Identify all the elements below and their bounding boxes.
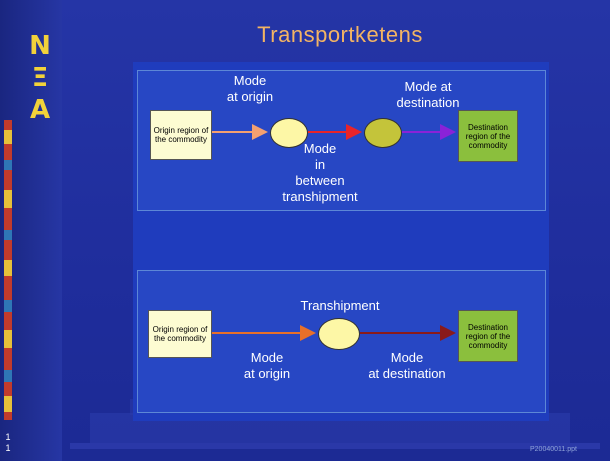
destination-region-box-bottom: Destination region of the commodity: [458, 310, 518, 362]
mode-node-origin-top: [270, 118, 308, 148]
mode-at-destination-label-top: Mode at destination: [396, 79, 460, 110]
transhipment-node: [318, 318, 360, 350]
page-number: 1 1: [5, 432, 11, 453]
mode-in-between-label: Mode in between transhipment: [282, 141, 358, 204]
origin-region-box-top: Origin region of the commodity: [150, 110, 212, 160]
origin-region-box-bottom: Origin region of the commodity: [148, 310, 212, 358]
transhipment-label: Transhipment: [300, 298, 380, 313]
mode-at-destination-label-bottom: Mode at destination: [368, 350, 446, 381]
decorative-stripes: [4, 120, 12, 420]
destination-region-box-top: Destination region of the commodity: [458, 110, 518, 162]
mode-at-origin-label-top: Mode at origin: [226, 73, 274, 104]
footer-file-code: P20040011.ppt: [530, 446, 577, 453]
slide-title: Transportketens: [257, 22, 423, 47]
mode-node-destination-top: [364, 118, 402, 148]
mode-at-origin-label-bottom: Mode at origin: [243, 350, 291, 381]
